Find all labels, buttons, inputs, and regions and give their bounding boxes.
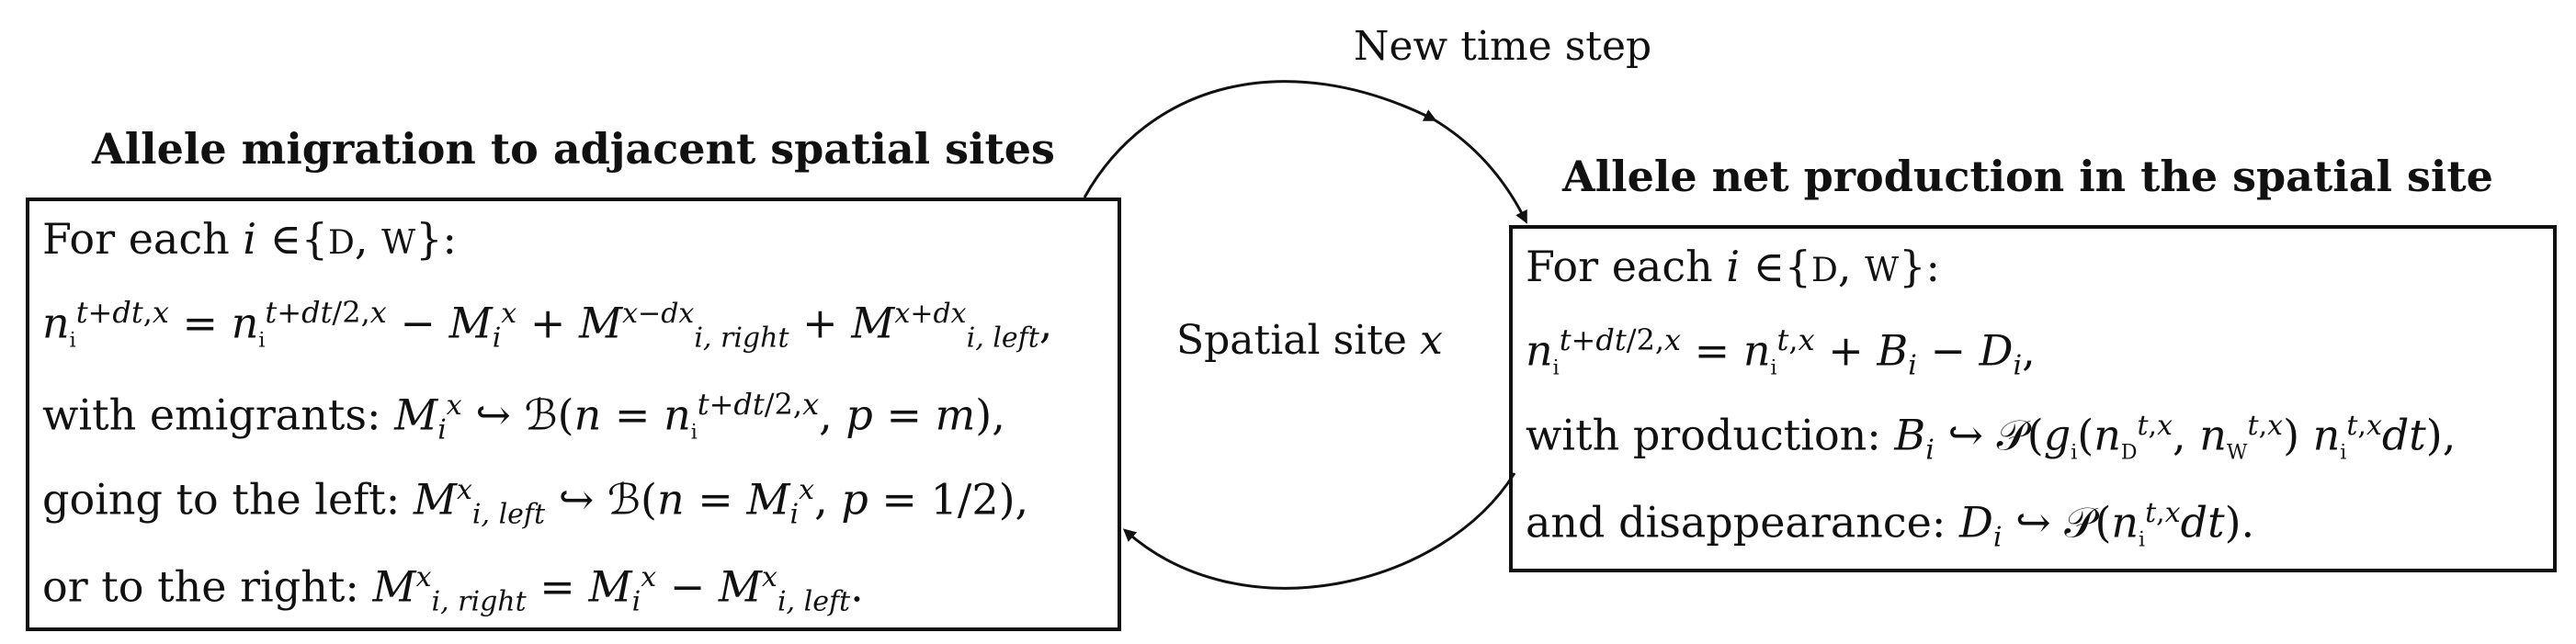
right-panel-title: Allele net production in the spatial sit… bbox=[1562, 152, 2493, 201]
top-label: New time step bbox=[1354, 23, 1652, 70]
left-panel-title: Allele migration to adjacent spatial sit… bbox=[92, 124, 1055, 174]
center-label: Spatial site x bbox=[1176, 317, 1443, 364]
right-panel-box: For each i ∈{D, W}: nit+dt/2,x = nit,x +… bbox=[1509, 225, 2557, 572]
right-line-3: with production: Bi ↪ 𝒫(gi(nDt,x, nWt,x)… bbox=[1526, 410, 2457, 467]
center-label-text: Spatial site bbox=[1176, 317, 1420, 364]
left-line-5: or to the right: Mxi, right = Mix − Mxi,… bbox=[42, 561, 864, 618]
right-line-1: For each i ∈{D, W}: bbox=[1526, 242, 1940, 291]
bottom-arc-arrow bbox=[1123, 472, 1516, 590]
right-line-4: and disappearance: Di ↪ 𝒫(nit,xdt). bbox=[1526, 497, 2255, 554]
right-line-2: nit+dt/2,x = nit,x + Bi − Di, bbox=[1526, 322, 2036, 382]
top-arc-arrow bbox=[1083, 80, 1437, 198]
left-line-2: nit+dt,x = nit+dt/2,x − Mix + Mx−dxi, ri… bbox=[42, 295, 1053, 355]
left-panel-box: For each i ∈{D, W}: nit+dt,x = nit+dt/2,… bbox=[26, 198, 1121, 631]
center-label-x: x bbox=[1419, 317, 1443, 364]
top-arc-arrow-2 bbox=[1433, 118, 1527, 224]
left-line-4: going to the left: Mxi, left ↪ ℬ(n = Mix… bbox=[42, 474, 1029, 531]
left-line-3: with emigrants: Mix ↪ ℬ(n = nit+dt/2,x, … bbox=[42, 387, 1005, 446]
left-line-1: For each i ∈{D, W}: bbox=[42, 214, 457, 264]
